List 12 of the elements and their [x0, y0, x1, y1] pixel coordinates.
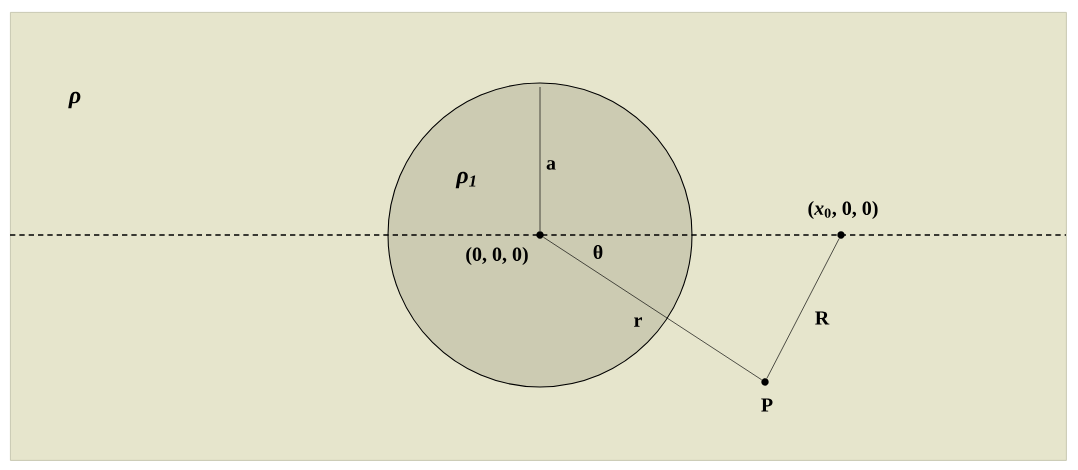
point-label: P	[761, 398, 773, 412]
point-label: (x$_{0}$, 0, 0)	[808, 200, 878, 220]
line	[542, 236, 763, 381]
region-label: ρ$_{1}$	[455, 171, 476, 189]
point-label: (0, 0, 0)	[466, 246, 528, 266]
edge-label: a	[546, 160, 556, 170]
region-label: ρ	[68, 91, 81, 109]
edge-label: r	[634, 317, 642, 327]
angle-label: θ	[593, 244, 603, 260]
line	[766, 238, 840, 379]
edge-label: R	[815, 311, 830, 325]
line	[539, 86, 541, 232]
